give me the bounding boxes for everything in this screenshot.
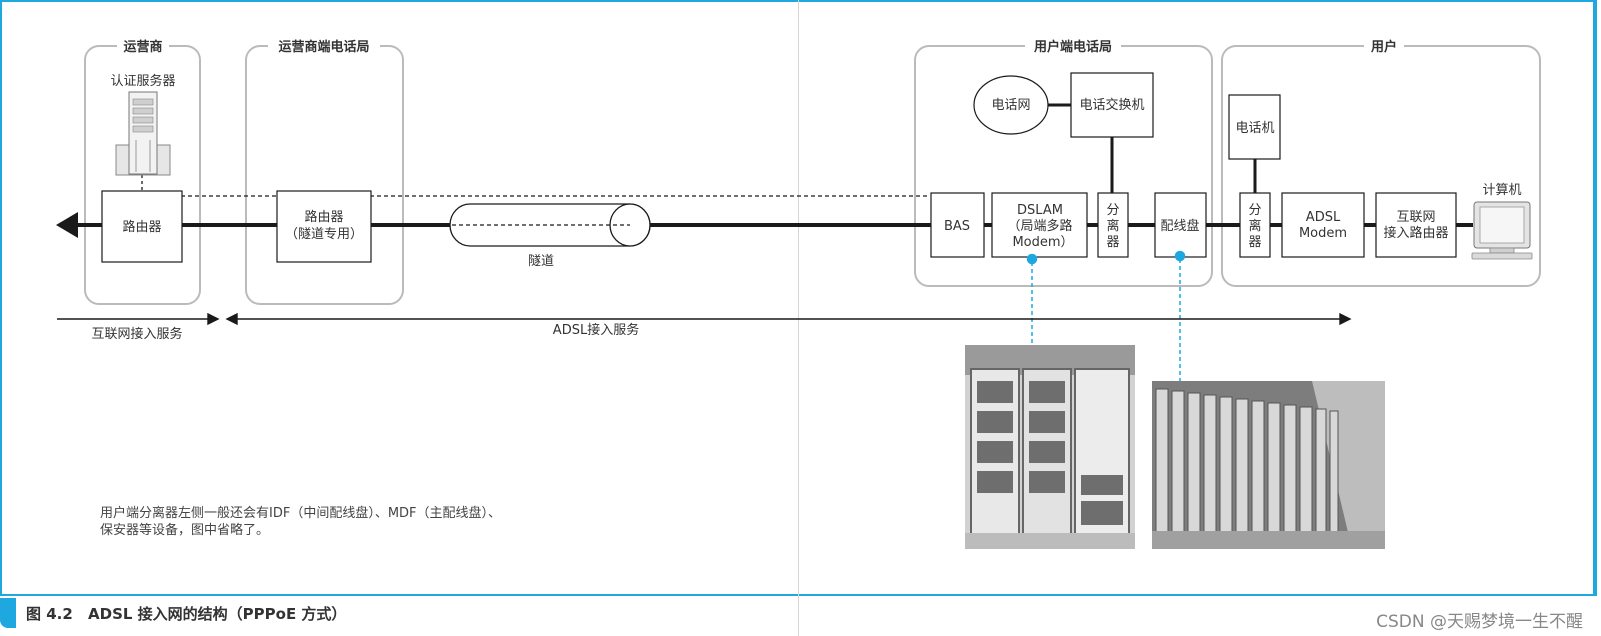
dslam-label-3: Modem） bbox=[1012, 235, 1073, 250]
page-divider bbox=[798, 0, 799, 636]
splitter-user-box bbox=[1239, 192, 1271, 258]
mdf-photo bbox=[1152, 381, 1385, 549]
footnote: 用户端分离器左侧一般还会有IDF（中间配线盘）、MDF（主配线盘）、 保安器等设… bbox=[100, 505, 501, 539]
splitter-office-char-2: 离 bbox=[1106, 218, 1119, 234]
splitter-office-char-3: 器 bbox=[1106, 235, 1119, 250]
caption-accent-bar bbox=[0, 598, 16, 628]
dslam-rack-photo bbox=[965, 345, 1135, 549]
footnote-line-1: 用户端分离器左侧一般还会有IDF（中间配线盘）、MDF（主配线盘）、 bbox=[100, 506, 502, 521]
splitter-office-char-1: 分 bbox=[1106, 203, 1119, 218]
tunnel-label: 隧道 bbox=[528, 253, 554, 269]
internet-service-arrowhead bbox=[207, 312, 220, 326]
internet-service-label: 互联网接入服务 bbox=[91, 326, 182, 342]
phone-label: 电话机 bbox=[1235, 121, 1274, 136]
group-title-carrier-office: 运营商端电话局 bbox=[278, 39, 369, 55]
bas-box bbox=[930, 192, 985, 258]
group-title-user: 用户 bbox=[1370, 39, 1397, 55]
group-title-carrier: 运营商 bbox=[123, 39, 162, 55]
tunnel-cylinder bbox=[449, 203, 651, 247]
server-icon: 认证服务器 bbox=[110, 73, 176, 176]
access-router-label-2: 接入路由器 bbox=[1383, 225, 1448, 241]
dslam-box bbox=[991, 192, 1088, 258]
phone-box bbox=[1228, 94, 1281, 160]
auth-server-label: 认证服务器 bbox=[110, 73, 175, 89]
mdf-label: 配线盘 bbox=[1160, 218, 1199, 234]
splitter-office-box bbox=[1097, 192, 1129, 258]
adsl-service-arrowhead-right bbox=[1339, 312, 1352, 326]
splitter-user-char-1: 分 bbox=[1248, 203, 1261, 218]
access-router-box bbox=[1375, 192, 1457, 258]
computer-icon bbox=[1471, 201, 1533, 260]
bas-label: BAS bbox=[944, 219, 970, 234]
tunnel-router-label-1: 路由器 bbox=[304, 209, 343, 225]
adsl-modem-label-2: Modem bbox=[1299, 226, 1347, 241]
watermark: CSDN @天赐梦境一生不醒 bbox=[1376, 612, 1583, 632]
phone-switch-label: 电话交换机 bbox=[1079, 97, 1144, 113]
group-title-user-office: 用户端电话局 bbox=[1033, 39, 1112, 55]
router-box bbox=[101, 190, 183, 263]
figure-title: ADSL 接入网的结构（PPPoE 方式） bbox=[88, 605, 347, 623]
access-router-label-1: 互联网 bbox=[1396, 210, 1435, 225]
adsl-modem-label-1: ADSL bbox=[1306, 210, 1341, 225]
internet-arrowhead bbox=[56, 212, 78, 238]
figure-number: 图 4.2 bbox=[26, 605, 73, 623]
figure-caption: 图 4.2 ADSL 接入网的结构（PPPoE 方式） bbox=[26, 603, 346, 624]
group-carrier-office bbox=[245, 45, 404, 305]
router-label: 路由器 bbox=[122, 219, 161, 235]
adsl-modem-box bbox=[1281, 192, 1365, 258]
footnote-line-2: 保安器等设备，图中省略了。 bbox=[100, 523, 270, 538]
phone-switch-box bbox=[1070, 72, 1154, 138]
tunnel-router-box bbox=[276, 190, 372, 263]
dslam-label-2: （局端多路 bbox=[1007, 218, 1072, 234]
phone-network-label: 电话网 bbox=[991, 98, 1030, 113]
adsl-service-arrowhead-left bbox=[225, 312, 238, 326]
adsl-service-label: ADSL接入服务 bbox=[553, 322, 639, 338]
splitter-user-char-3: 器 bbox=[1248, 235, 1261, 250]
computer-label: 计算机 bbox=[1482, 183, 1521, 198]
dslam-label-1: DSLAM bbox=[1017, 203, 1063, 218]
splitter-user-char-2: 离 bbox=[1248, 218, 1261, 234]
tunnel-router-label-2: （隧道专用） bbox=[285, 226, 363, 242]
